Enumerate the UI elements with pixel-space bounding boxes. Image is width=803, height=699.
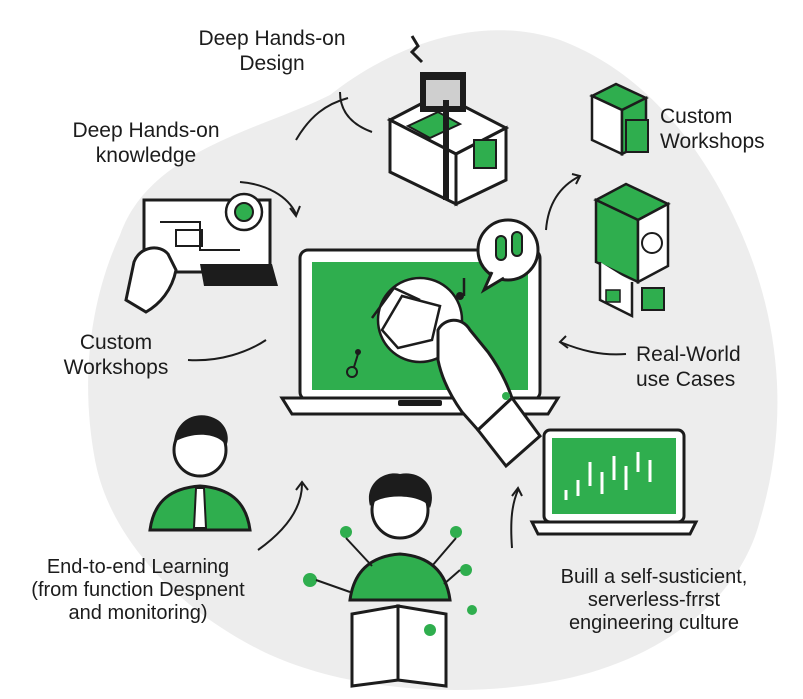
person-icon [148,415,252,532]
server-icon [593,182,671,319]
cycle-arrows [187,91,627,551]
label-workshops-left: Custom Workshops [63,331,169,379]
left-laptop-icon [124,192,278,314]
chat-bubble-icon [476,218,540,294]
label-design: Deep Hands-on Design [198,27,346,75]
arrow-top-left [339,91,373,133]
label-real-world: Real-World use Cases [636,343,741,391]
machine-icon [386,35,510,207]
hand-icon [436,318,543,469]
arrow-top-right [545,175,581,231]
music-note-icon [456,278,466,300]
arrow-learning [257,483,303,551]
arrow-real-world [559,341,627,356]
label-workshops-right: Custom Workshops [660,105,765,153]
label-culture: Buill a self-susticient, serverless-frrs… [560,566,748,634]
label-knowledge: Deep Hands-on knowledge [72,119,220,167]
chart-laptop-icon [529,428,699,536]
arrow-culture [510,489,519,549]
reader-icon [303,473,477,688]
arrow-knowledge [239,181,297,215]
arrow-workshops-left [187,339,267,362]
arrow-design [295,97,349,141]
label-learning: End-to-end Learning (from function Despn… [31,556,245,624]
box-icon [589,82,649,157]
